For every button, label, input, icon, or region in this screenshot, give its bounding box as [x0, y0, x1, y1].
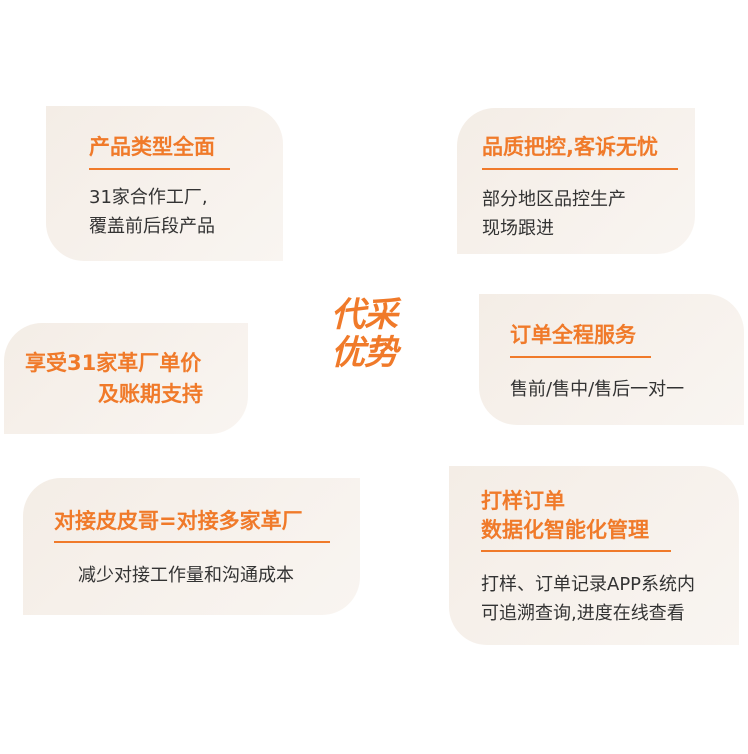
card-quality-control-desc-line1: 部分地区品控生产: [482, 189, 626, 210]
card-sample-order-management-desc-line2: 可追溯查询,进度在线查看: [481, 603, 685, 624]
card-pipige-docking: [23, 478, 360, 615]
card-pipige-docking-underline: [54, 541, 330, 543]
card-factory-price-title-line2: 及账期支持: [98, 382, 203, 406]
card-quality-control-desc-line2: 现场跟进: [482, 218, 554, 239]
card-product-types-title: 产品类型全面: [89, 135, 215, 159]
card-product-types-desc-line2: 覆盖前后段产品: [89, 216, 215, 237]
card-order-service-underline: [510, 356, 651, 358]
card-product-types: [46, 106, 283, 261]
card-sample-order-management-title-line1: 打样订单: [481, 489, 565, 513]
card-quality-control-title: 品质把控,客诉无忧: [482, 135, 658, 159]
card-sample-order-management-title-line2: 数据化智能化管理: [481, 518, 649, 542]
card-factory-price-title-line1: 享受31家革厂单价: [25, 351, 202, 375]
center-heading-line2: 优势: [331, 333, 398, 373]
card-sample-order-management-desc-line1: 打样、订单记录APP系统内: [481, 574, 696, 595]
card-sample-order-management-underline: [481, 550, 671, 552]
card-product-types-underline: [89, 168, 230, 170]
center-heading-line1: 代采: [331, 295, 398, 335]
card-order-service-title: 订单全程服务: [510, 323, 636, 347]
card-order-service: [479, 294, 744, 425]
card-quality-control: [457, 108, 695, 254]
card-factory-price: [4, 323, 248, 434]
center-heading: 代采 优势: [322, 296, 406, 372]
card-pipige-docking-title: 对接皮皮哥=对接多家革厂: [54, 509, 303, 533]
card-sample-order-management: [449, 466, 739, 645]
card-quality-control-underline: [482, 168, 678, 170]
card-pipige-docking-desc-line1: 减少对接工作量和沟通成本: [78, 565, 294, 586]
card-order-service-desc-line1: 售前/售中/售后一对一: [510, 379, 685, 400]
card-product-types-desc-line1: 31家合作工厂,: [89, 187, 208, 208]
